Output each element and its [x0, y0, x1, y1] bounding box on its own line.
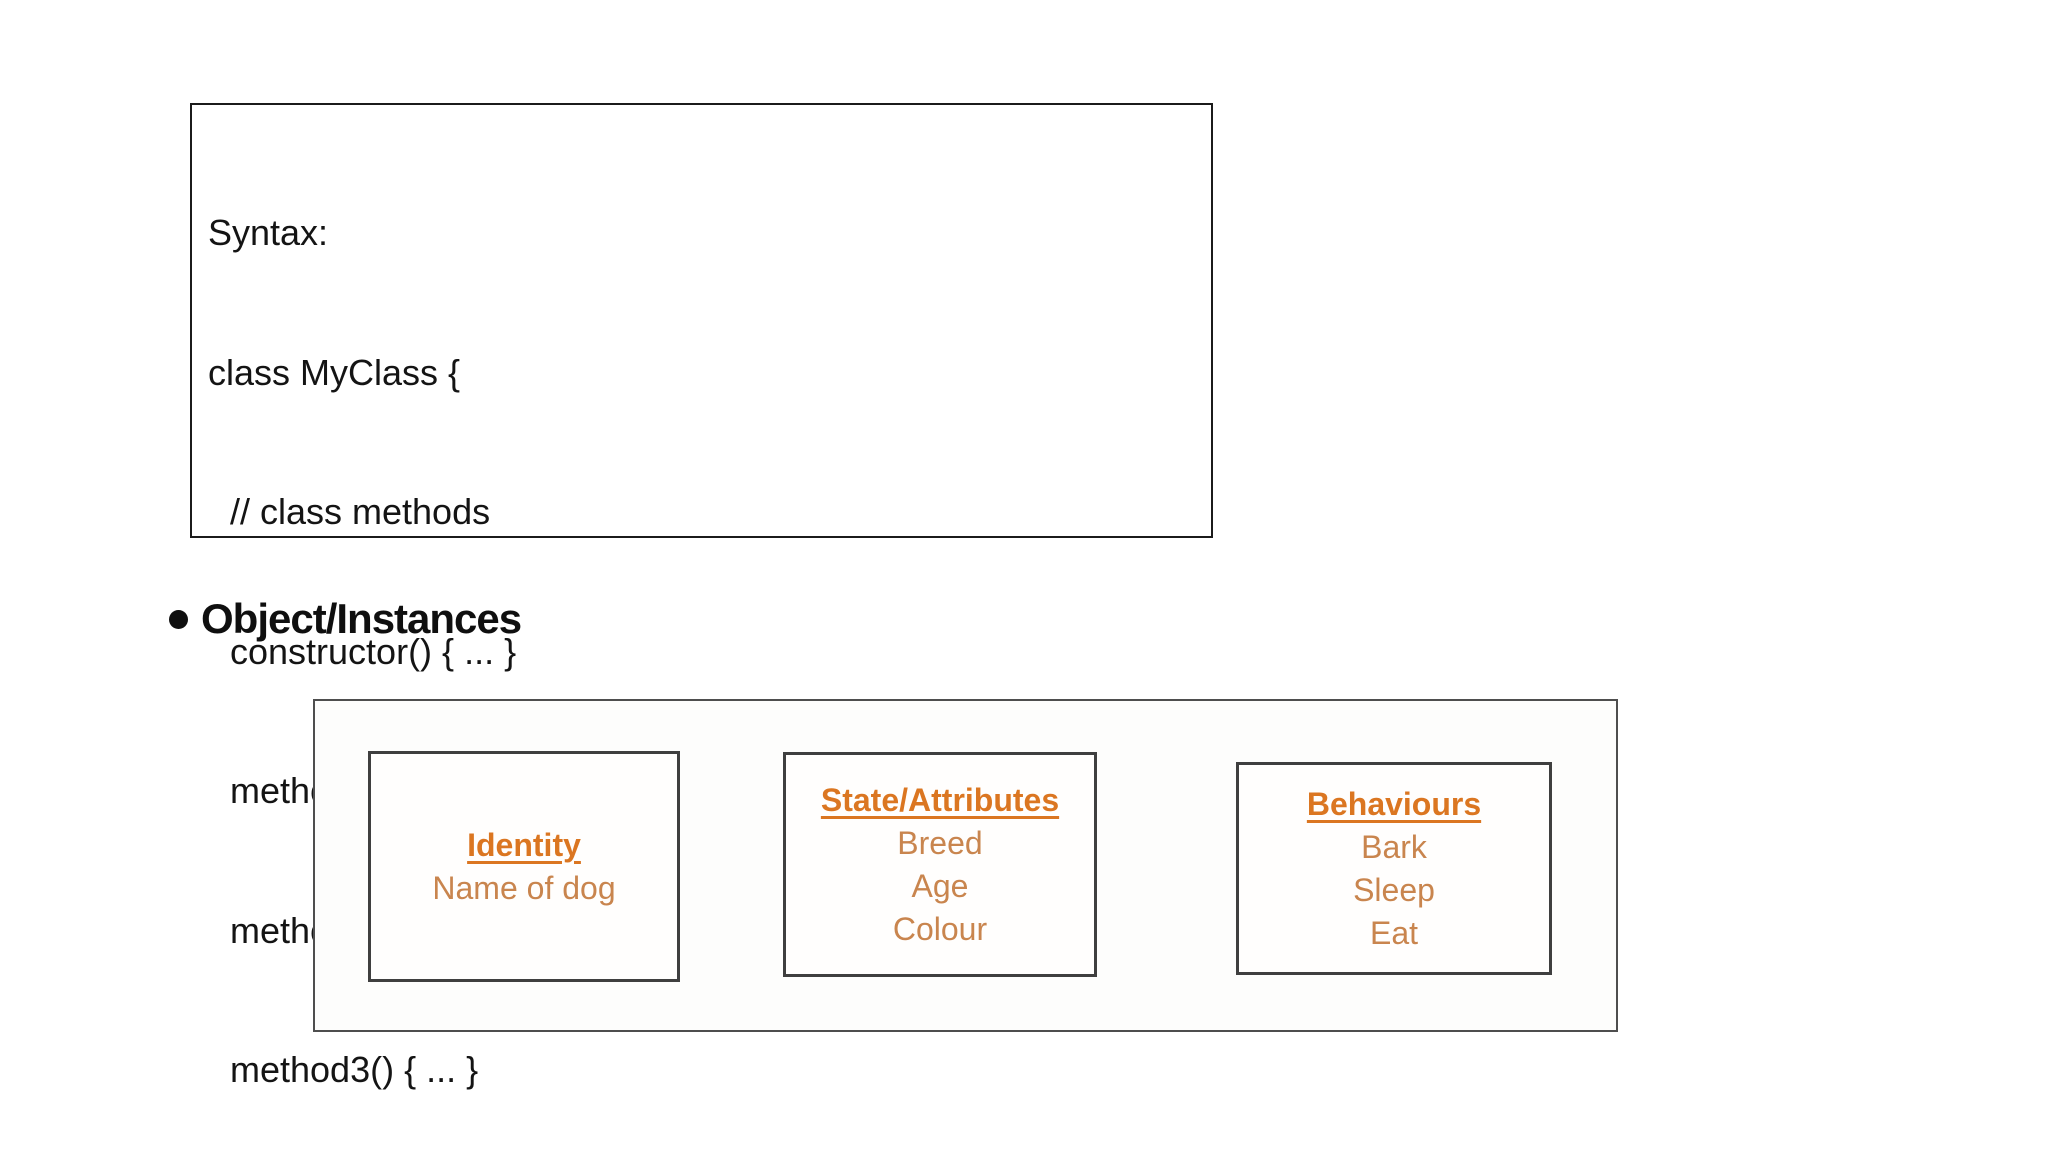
state-attributes-box-title: State/Attributes: [820, 782, 1060, 818]
object-instances-diagram: Identity Name of dog State/Attributes Br…: [313, 699, 1618, 1032]
state-attributes-box-item: Age: [911, 868, 969, 904]
bullet-heading-label: Object/Instances: [201, 595, 522, 642]
behaviours-box-title: Behaviours: [1306, 786, 1482, 822]
behaviours-box: Behaviours Bark Sleep Eat: [1236, 762, 1552, 975]
code-line: Syntax:: [208, 212, 329, 253]
behaviours-box-item: Eat: [1369, 915, 1419, 951]
code-line: constructor() { ... }: [230, 630, 517, 672]
code-line: method3() { ... }: [230, 1049, 479, 1090]
state-attributes-box: State/Attributes Breed Age Colour: [783, 752, 1097, 977]
behaviours-box-item: Bark: [1361, 829, 1427, 865]
state-attributes-box-item: Colour: [892, 911, 988, 947]
identity-box-item: Name of dog: [432, 870, 616, 906]
bullet-icon: [169, 609, 188, 629]
identity-box: Identity Name of dog: [368, 751, 680, 982]
behaviours-box-item: Sleep: [1353, 872, 1435, 908]
syntax-code-box: Syntax: class MyClass { // class methods…: [190, 103, 1213, 1090]
bullet-heading: Object/Instances: [169, 595, 522, 642]
state-attributes-box-item: Breed: [897, 825, 983, 861]
code-line: class MyClass {: [208, 351, 461, 393]
code-line: // class methods: [230, 491, 491, 532]
identity-box-title: Identity: [467, 827, 581, 863]
